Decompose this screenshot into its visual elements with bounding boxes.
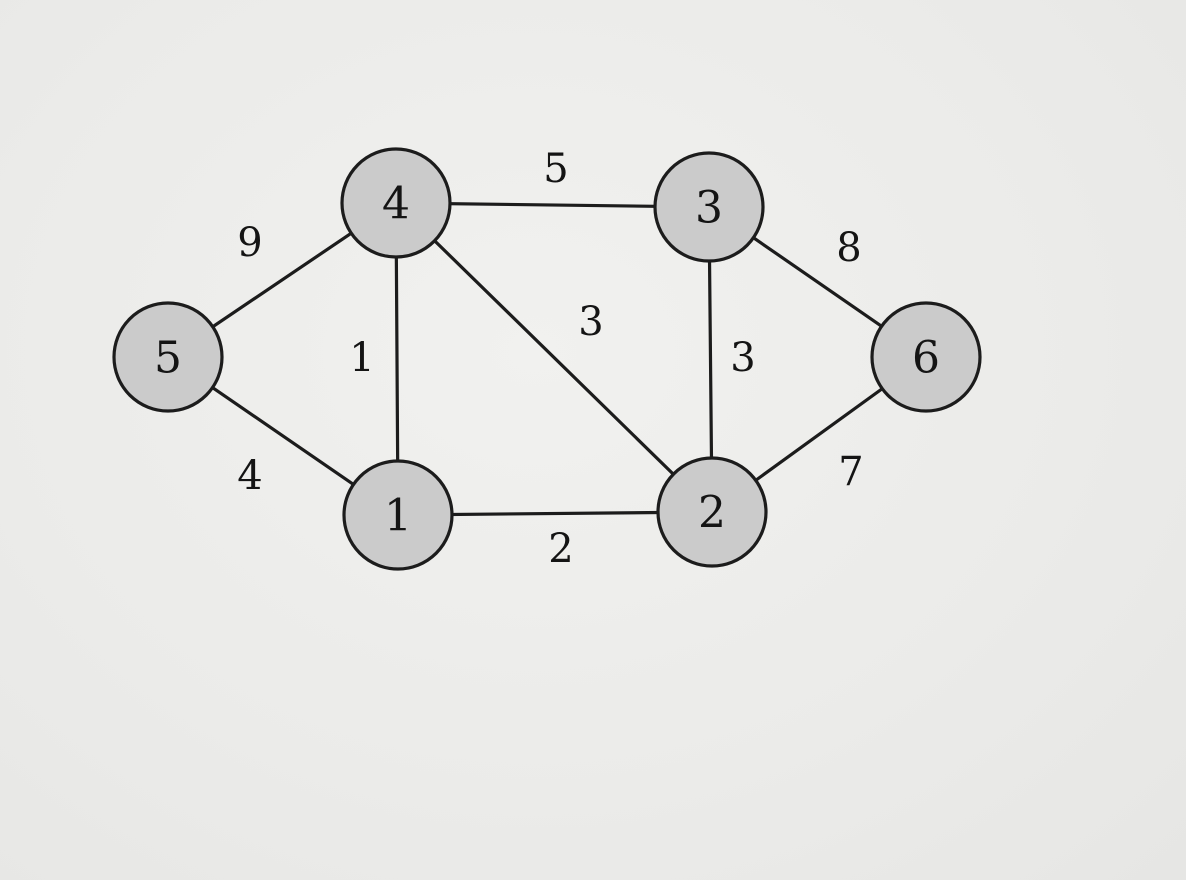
nodes-layer: 1 2 3 4 5 6: [112, 147, 982, 571]
edge-weight-5-1: 4: [237, 453, 262, 499]
edge-weight-4-3: 5: [543, 146, 568, 192]
edge-weights-layer: 9 4 1 5 3 2 3 8 7: [237, 146, 863, 572]
edge-weight-5-4: 9: [237, 220, 262, 266]
node-label-2: 2: [698, 488, 726, 539]
edge-weight-4-1: 1: [349, 335, 374, 381]
node-circle-6: [870, 301, 982, 413]
node-2: 2: [656, 456, 768, 568]
node-circle-4: [340, 147, 452, 259]
edge-weight-3-2: 3: [730, 335, 755, 381]
edge-4-2: [394, 201, 714, 514]
node-6: 6: [870, 301, 982, 413]
node-5: 5: [112, 301, 224, 413]
node-3: 3: [653, 151, 765, 263]
edges-layer: [166, 201, 928, 517]
edge-weight-3-6: 8: [836, 225, 861, 271]
node-label-1: 1: [384, 491, 412, 542]
edge-weight-2-6: 7: [838, 449, 863, 495]
node-label-6: 6: [912, 333, 940, 384]
node-circle-1: [342, 459, 454, 571]
node-4: 4: [340, 147, 452, 259]
edge-weight-1-2: 2: [548, 526, 573, 572]
node-circle-5: [112, 301, 224, 413]
node-label-4: 4: [382, 179, 410, 230]
node-circle-3: [653, 151, 765, 263]
node-label-5: 5: [154, 333, 182, 384]
node-circle-2: [656, 456, 768, 568]
edge-weight-4-2: 3: [578, 299, 603, 345]
node-1: 1: [342, 459, 454, 571]
node-label-3: 3: [695, 183, 723, 234]
